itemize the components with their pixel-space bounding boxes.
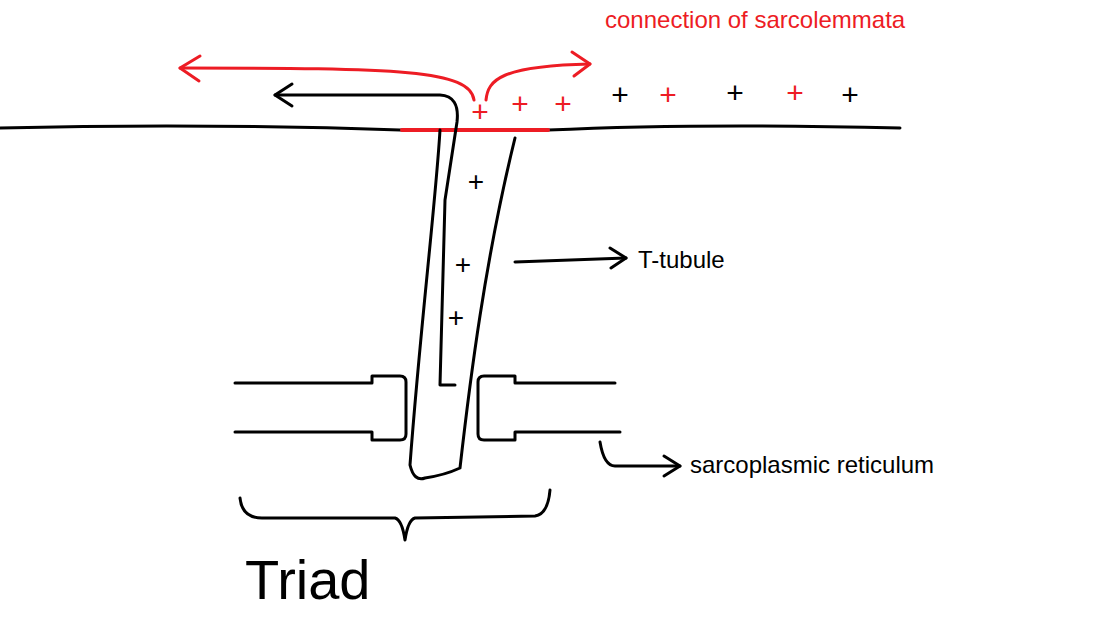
leader-arrow — [515, 258, 626, 262]
part-label: Triad — [245, 552, 371, 608]
charge-sign: + — [448, 304, 464, 332]
arrow-head — [664, 456, 680, 476]
t-tubule-wall — [410, 130, 515, 479]
callout-label: sarcoplasmic reticulum — [690, 453, 934, 477]
connection-arrow — [180, 68, 474, 100]
charge-sign: + — [841, 80, 859, 110]
sarcoplasmic-reticulum — [235, 376, 406, 440]
sarcoplasmic-reticulum — [478, 376, 620, 440]
charge-sign: + — [659, 80, 677, 110]
charge-sign: + — [611, 80, 629, 110]
charge-sign: + — [554, 89, 572, 119]
charge-sign: + — [726, 78, 744, 108]
charge-sign: + — [455, 251, 471, 279]
arrow-head — [610, 248, 626, 268]
connection-arrow — [486, 64, 590, 100]
leader-arrow — [600, 442, 680, 466]
charge-sign: + — [468, 168, 484, 196]
flow-arrow — [275, 95, 457, 385]
callout-label: T-tubule — [638, 248, 725, 272]
charge-sign: + — [786, 78, 804, 108]
arrow-head — [275, 84, 292, 106]
callout-label: connection of sarcolemmata — [605, 8, 905, 32]
sarcolemma-connection — [402, 128, 548, 132]
charge-sign: + — [471, 97, 489, 127]
arrow-head — [180, 56, 200, 81]
arrow-head — [572, 52, 590, 76]
triad-bracket — [240, 490, 550, 540]
sarcolemma-line — [0, 126, 900, 130]
charge-sign: + — [511, 89, 529, 119]
